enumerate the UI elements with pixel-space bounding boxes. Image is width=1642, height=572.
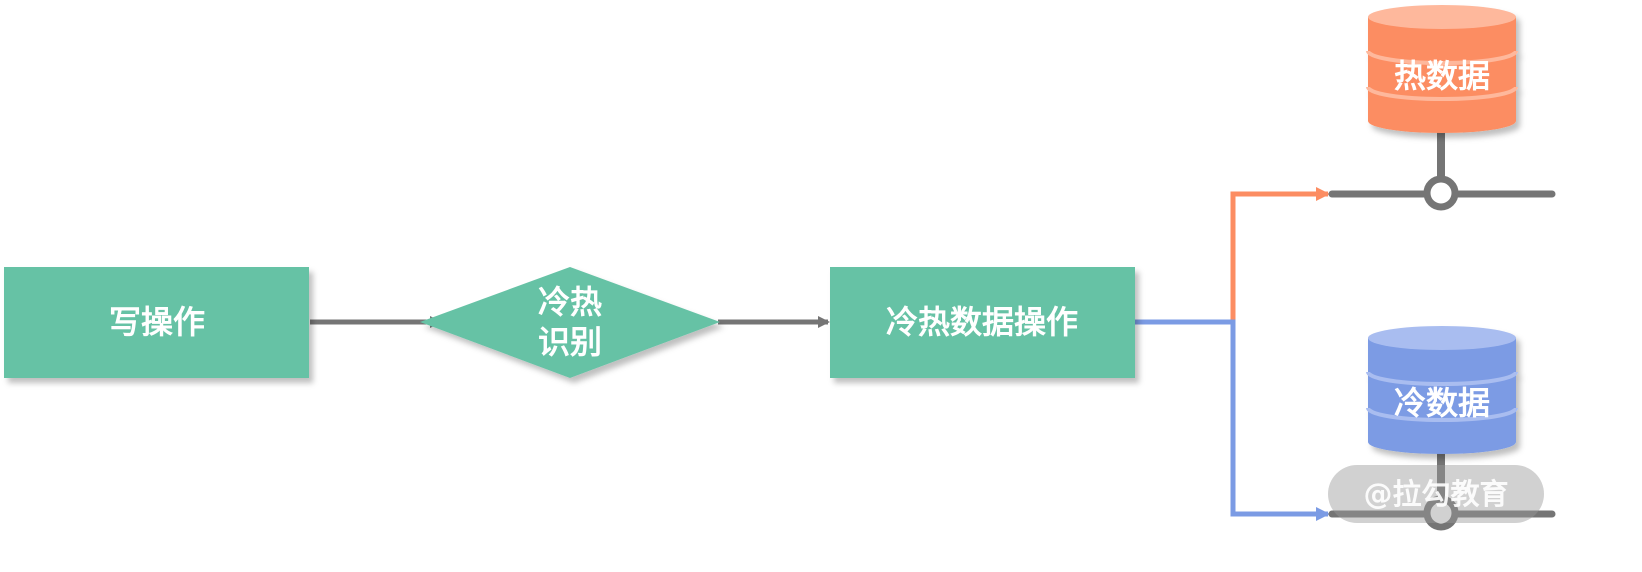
hot-db-cylinder-icon bbox=[1366, 5, 1518, 133]
connector-to-hot-data bbox=[1230, 187, 1330, 322]
identify-label-line1: 冷热 bbox=[538, 283, 602, 321]
cold-data-label: 冷数据 bbox=[1394, 384, 1490, 422]
hot-data-database: 热数据 bbox=[1328, 5, 1556, 211]
connector-to-cold-data bbox=[1134, 319, 1330, 521]
hot-db-connector-node bbox=[1423, 175, 1459, 211]
identify-label-line2: 识别 bbox=[538, 323, 602, 361]
hot-cold-data-operation-node: 冷热数据操作 bbox=[830, 267, 1135, 378]
hot-cold-identify-node: 冷热 识别 bbox=[420, 267, 720, 378]
cold-db-connector-node bbox=[1423, 495, 1459, 531]
data-operation-label: 冷热数据操作 bbox=[886, 303, 1078, 341]
hot-data-label: 热数据 bbox=[1394, 57, 1490, 95]
watermark-text: @拉勾教育 bbox=[1363, 477, 1508, 511]
cold-db-cylinder-icon bbox=[1366, 326, 1518, 454]
write-operation-node: 写操作 bbox=[4, 267, 309, 378]
cold-data-database: 冷数据 bbox=[1328, 326, 1556, 531]
write-operation-label: 写操作 bbox=[109, 303, 205, 341]
watermark: @拉勾教育 bbox=[1328, 465, 1544, 523]
